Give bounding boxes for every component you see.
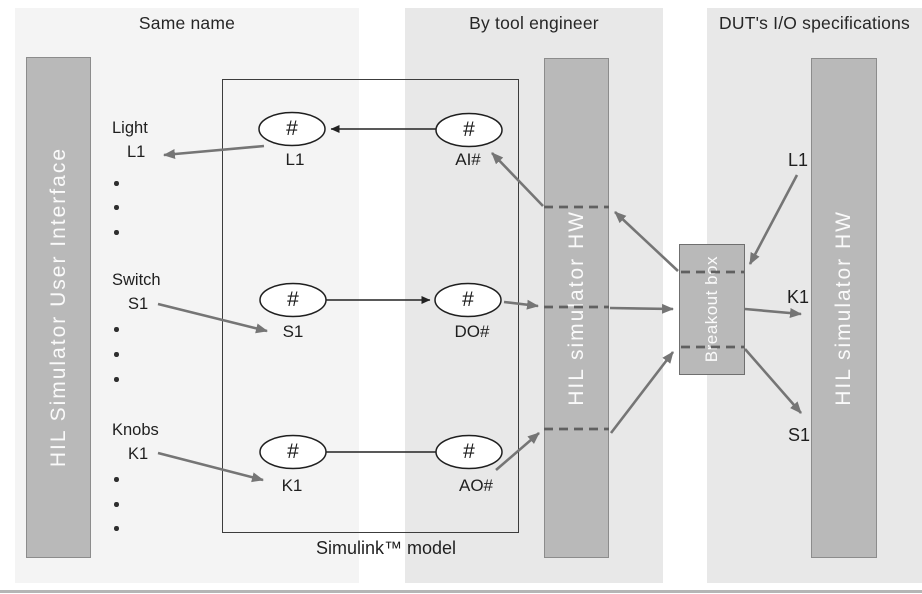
block-label-do: DO#	[454, 322, 490, 341]
heading-same-name: Same name	[138, 13, 236, 33]
simulink-model-caption: Simulink™ model	[315, 538, 457, 558]
ui-signal-k1: K1	[128, 445, 149, 463]
ui-signal-l1: L1	[127, 143, 146, 161]
ellipsis-dot	[114, 526, 119, 531]
heading-dut-io-specs: DUT's I/O specifications	[719, 13, 910, 33]
hil-simulator-hw-bar-left-label: HIL simulator HW	[564, 210, 588, 406]
ellipsis-dot	[114, 181, 119, 186]
ellipsis-dot	[114, 205, 119, 210]
block-s1-hash: #	[287, 288, 299, 311]
ui-group-light: Light	[112, 119, 148, 137]
heading-by-tool-engineer: By tool engineer	[469, 13, 599, 33]
dut-signal-s1: S1	[787, 425, 811, 445]
block-label-k1: K1	[281, 476, 303, 495]
block-k1-hash: #	[287, 440, 299, 463]
block-label-s1: S1	[282, 322, 304, 341]
ellipsis-dot	[114, 230, 119, 235]
breakout-box-label: Breakout box	[702, 256, 721, 363]
hil-simulator-ui-bar: HIL Simulator User Interface	[26, 57, 91, 558]
breakout-box: Breakout box	[679, 244, 745, 375]
block-ao-hash: #	[463, 440, 475, 463]
ellipsis-dot	[114, 377, 119, 382]
block-label-ai: AI#	[455, 150, 481, 169]
ellipsis-dot	[114, 327, 119, 332]
hil-simulator-ui-bar-label: HIL Simulator User Interface	[46, 147, 70, 468]
dut-signal-l1: L1	[787, 150, 809, 170]
ui-group-switch: Switch	[112, 271, 161, 289]
dut-signal-k1: K1	[786, 287, 810, 307]
hil-simulator-hw-bar-right: HIL simulator HW	[811, 58, 877, 558]
block-do-hash: #	[462, 288, 474, 311]
hil-simulator-hw-bar-left: HIL simulator HW	[544, 58, 609, 558]
block-ai-hash: #	[463, 118, 475, 141]
ellipsis-dot	[114, 502, 119, 507]
ellipsis-dot	[114, 477, 119, 482]
ui-signal-s1: S1	[128, 295, 149, 313]
ellipsis-dot	[114, 352, 119, 357]
block-label-ao: AO#	[458, 476, 494, 495]
bottom-rule	[0, 590, 922, 593]
ui-group-knobs: Knobs	[112, 421, 159, 439]
hil-simulator-hw-bar-right-label: HIL simulator HW	[832, 210, 855, 406]
block-label-l1: L1	[285, 150, 305, 169]
block-l1-hash: #	[286, 117, 298, 140]
